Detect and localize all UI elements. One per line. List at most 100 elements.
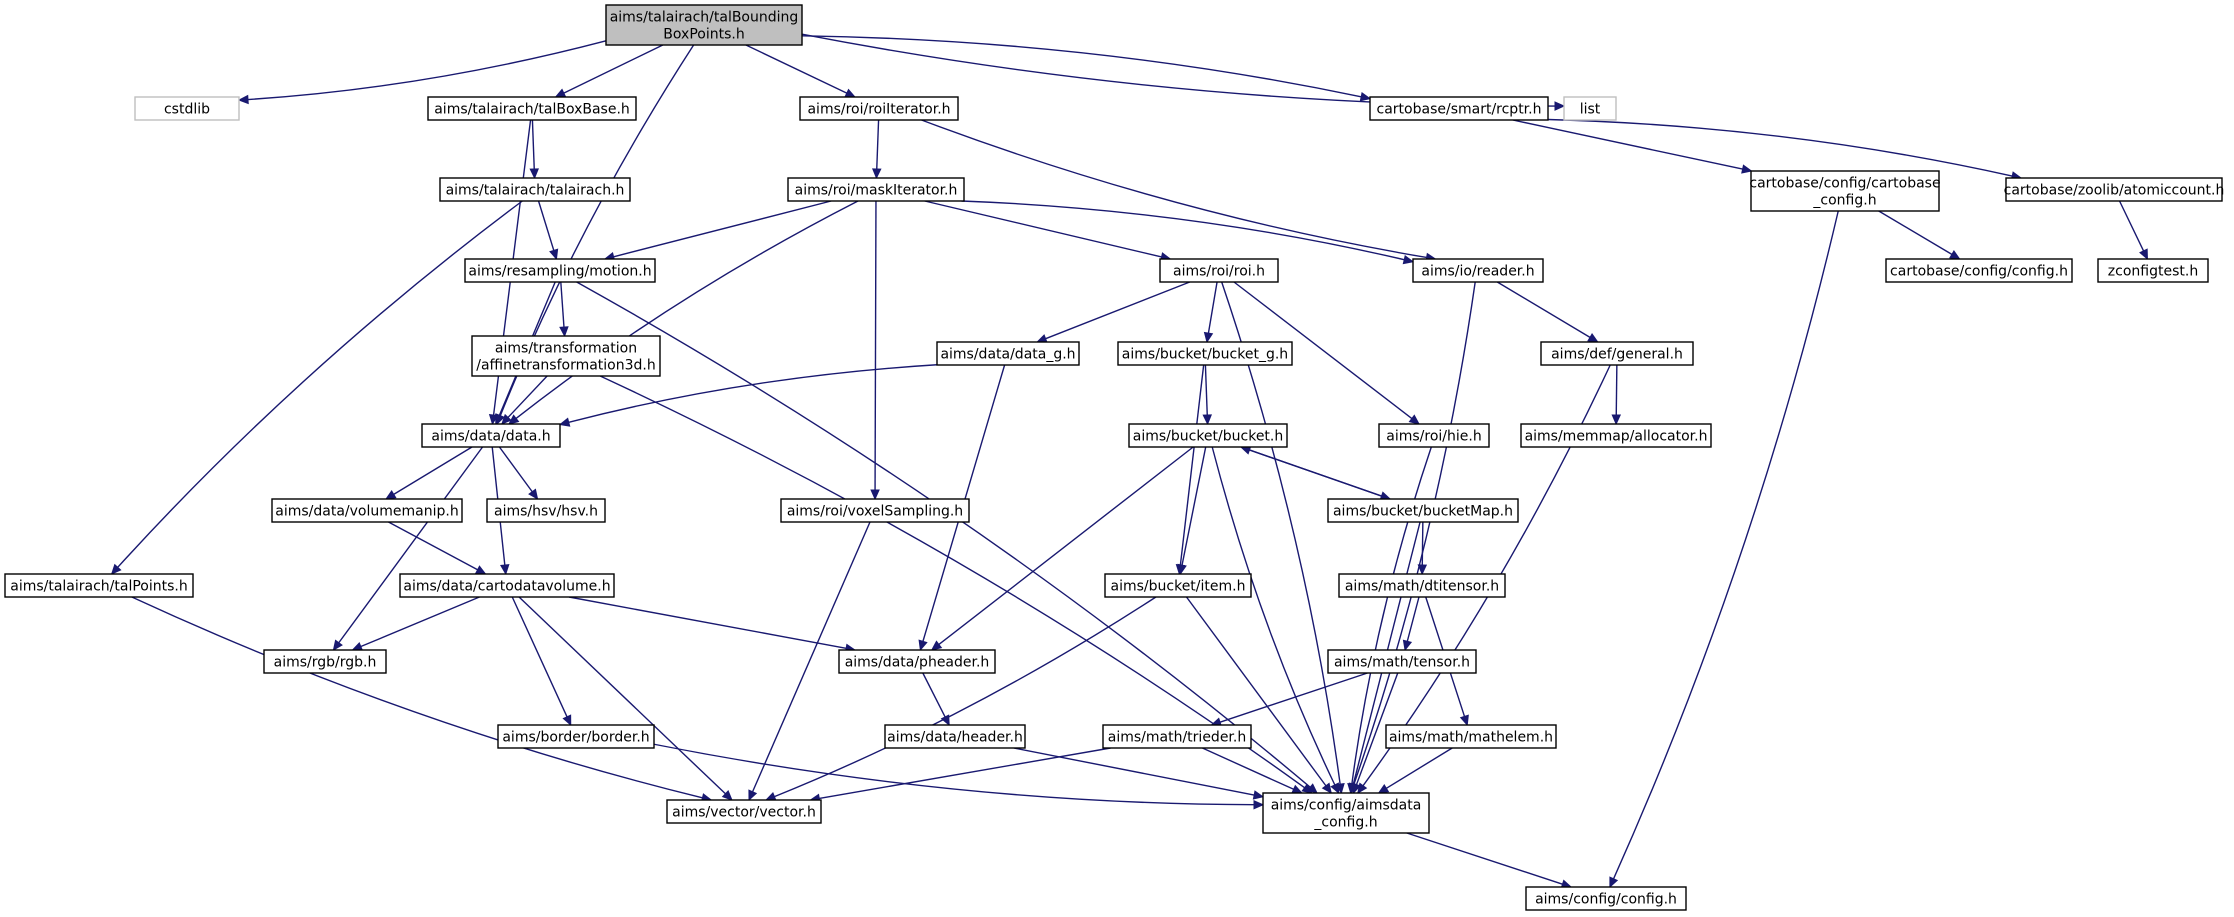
node-label: aims/bucket/item.h xyxy=(1111,579,1246,595)
node-label: aims/talairach/talPoints.h xyxy=(10,579,188,595)
arrowhead-icon xyxy=(1357,782,1368,794)
node-pheader[interactable]: aims/data/pheader.h xyxy=(838,649,996,674)
node-hie[interactable]: aims/roi/hie.h xyxy=(1378,423,1490,448)
node-maskIterator[interactable]: aims/roi/maskIterator.h xyxy=(787,177,965,202)
arrowhead-icon xyxy=(1741,164,1753,174)
node-box xyxy=(1378,423,1490,448)
node-label: aims/data/volumemanip.h xyxy=(275,504,458,520)
edge-line xyxy=(1204,364,1208,416)
arrowhead-icon xyxy=(1459,714,1469,727)
node-cb_config[interactable]: cartobase/config/config.h xyxy=(1885,258,2073,283)
node-aimsdata_config[interactable]: aims/config/aimsdata_config.h xyxy=(1262,792,1430,834)
edge-line xyxy=(531,119,535,170)
arrowhead-icon xyxy=(1291,784,1303,794)
arrowhead-icon xyxy=(1402,639,1413,652)
node-bucketMap[interactable]: aims/bucket/bucketMap.h xyxy=(1327,498,1519,523)
node-label: aims/border/border.h xyxy=(502,730,649,746)
node-label: aims/data/pheader.h xyxy=(845,655,990,671)
edge-line xyxy=(1385,747,1453,789)
node-list: list xyxy=(1563,96,1617,121)
node-talairach[interactable]: aims/talairach/talairach.h xyxy=(439,177,631,202)
node-item[interactable]: aims/bucket/item.h xyxy=(1104,573,1252,598)
node-box xyxy=(1540,341,1694,366)
arrowhead-icon xyxy=(549,248,559,261)
arrowhead-icon xyxy=(495,413,504,426)
node-cartobase_config[interactable]: cartobase/config/cartobase_config.h xyxy=(1749,170,1941,212)
node-tensor[interactable]: aims/math/tensor.h xyxy=(1327,649,1477,674)
node-vector[interactable]: aims/vector/vector.h xyxy=(666,799,822,824)
edge-line xyxy=(2118,200,2145,252)
node-zconfigtest[interactable]: zconfigtest.h xyxy=(2097,258,2209,283)
edge-line xyxy=(922,672,946,718)
edge-cartodatavolume-to-vector xyxy=(518,596,733,801)
edge-rcptr-to-cartobase_config xyxy=(1512,119,1753,174)
node-data[interactable]: aims/data/data.h xyxy=(421,423,561,448)
node-roiIterator[interactable]: aims/roi/roiIterator.h xyxy=(799,96,959,121)
node-talBoxBase[interactable]: aims/talairach/talBoxBase.h xyxy=(427,96,637,121)
arrowhead-icon xyxy=(764,792,777,801)
edge-voxelSampling-to-vector xyxy=(748,521,871,802)
node-dtitensor[interactable]: aims/math/dtitensor.h xyxy=(1338,573,1506,598)
edge-item-to-aimsdata_config xyxy=(1185,596,1332,794)
edge-line xyxy=(360,596,480,648)
node-bucket[interactable]: aims/bucket/bucket.h xyxy=(1128,423,1288,448)
edge-line xyxy=(515,200,859,420)
edge-line xyxy=(1406,832,1563,885)
edge-line xyxy=(1219,672,1368,723)
edge-line xyxy=(1615,364,1618,416)
arrowhead-icon xyxy=(930,640,943,651)
node-label: aims/def/general.h xyxy=(1551,347,1683,363)
node-box xyxy=(1885,258,2073,283)
edge-line xyxy=(1181,446,1207,566)
node-box xyxy=(464,258,656,283)
arrowhead-icon xyxy=(1587,333,1599,343)
arrowhead-icon xyxy=(1611,414,1622,426)
node-config[interactable]: aims/config/config.h xyxy=(1525,886,1687,911)
edge-line xyxy=(1211,446,1336,786)
node-label: _config.h xyxy=(1313,815,1377,831)
edge-bucket-to-aimsdata_config xyxy=(1211,446,1340,795)
edge-tensor-to-aimsdata_config xyxy=(1352,672,1399,795)
node-roi[interactable]: aims/roi/roi.h xyxy=(1159,258,1279,283)
node-label: cartobase/zoolib/atomiccount.h xyxy=(2004,183,2225,199)
edge-bucketMap-to-bucket xyxy=(1239,445,1391,500)
node-label: BoxPoints.h xyxy=(663,27,744,43)
node-volumemanip[interactable]: aims/data/volumemanip.h xyxy=(271,498,463,523)
node-border[interactable]: aims/border/border.h xyxy=(497,724,655,749)
node-trieder[interactable]: aims/math/trieder.h xyxy=(1102,724,1252,749)
edge-affine-to-aimsdata_config xyxy=(599,375,1313,794)
edge-line xyxy=(1179,364,1205,566)
node-bucket_g[interactable]: aims/bucket/bucket_g.h xyxy=(1117,341,1293,366)
node-data_g[interactable]: aims/data/data_g.h xyxy=(936,341,1080,366)
node-reader[interactable]: aims/io/reader.h xyxy=(1412,258,1544,283)
node-atomiccount[interactable]: cartobase/zoolib/atomiccount.h xyxy=(2004,177,2225,202)
edge-bucket-to-pheader xyxy=(930,446,1194,651)
edge-cartobase_config-to-config xyxy=(1609,210,1839,889)
node-header[interactable]: aims/data/header.h xyxy=(884,724,1026,749)
edge-line xyxy=(938,446,1194,646)
node-mathelem[interactable]: aims/math/mathelem.h xyxy=(1385,724,1557,749)
node-rcptr[interactable]: cartobase/smart/rcptr.h xyxy=(1369,96,1549,121)
node-cartodatavolume[interactable]: aims/data/cartodatavolume.h xyxy=(399,573,615,598)
arrowhead-icon xyxy=(558,417,571,427)
node-hsv[interactable]: aims/hsv/hsv.h xyxy=(486,498,606,523)
node-allocator[interactable]: aims/memmap/allocator.h xyxy=(1520,423,1712,448)
edge-line xyxy=(498,446,533,493)
edge-bucket_g-to-bucket xyxy=(1202,364,1212,426)
node-affine[interactable]: aims/transformation/affinetransformation… xyxy=(471,335,661,377)
node-rgb[interactable]: aims/rgb/rgb.h xyxy=(263,649,387,674)
node-box xyxy=(605,4,803,46)
node-box xyxy=(4,573,194,598)
edge-root-to-talBoxBase xyxy=(554,44,664,98)
node-motion[interactable]: aims/resampling/motion.h xyxy=(464,258,656,283)
arrowhead-icon xyxy=(2139,248,2148,261)
node-label: _config.h xyxy=(1812,193,1876,209)
node-voxelSampling[interactable]: aims/roi/voxelSampling.h xyxy=(780,498,970,523)
node-talPoints[interactable]: aims/talairach/talPoints.h xyxy=(4,573,194,598)
node-label: aims/hsv/hsv.h xyxy=(494,504,598,520)
edge-line xyxy=(1233,281,1413,420)
node-box xyxy=(1750,170,1940,212)
node-general[interactable]: aims/def/general.h xyxy=(1540,341,1694,366)
node-box xyxy=(427,96,637,121)
